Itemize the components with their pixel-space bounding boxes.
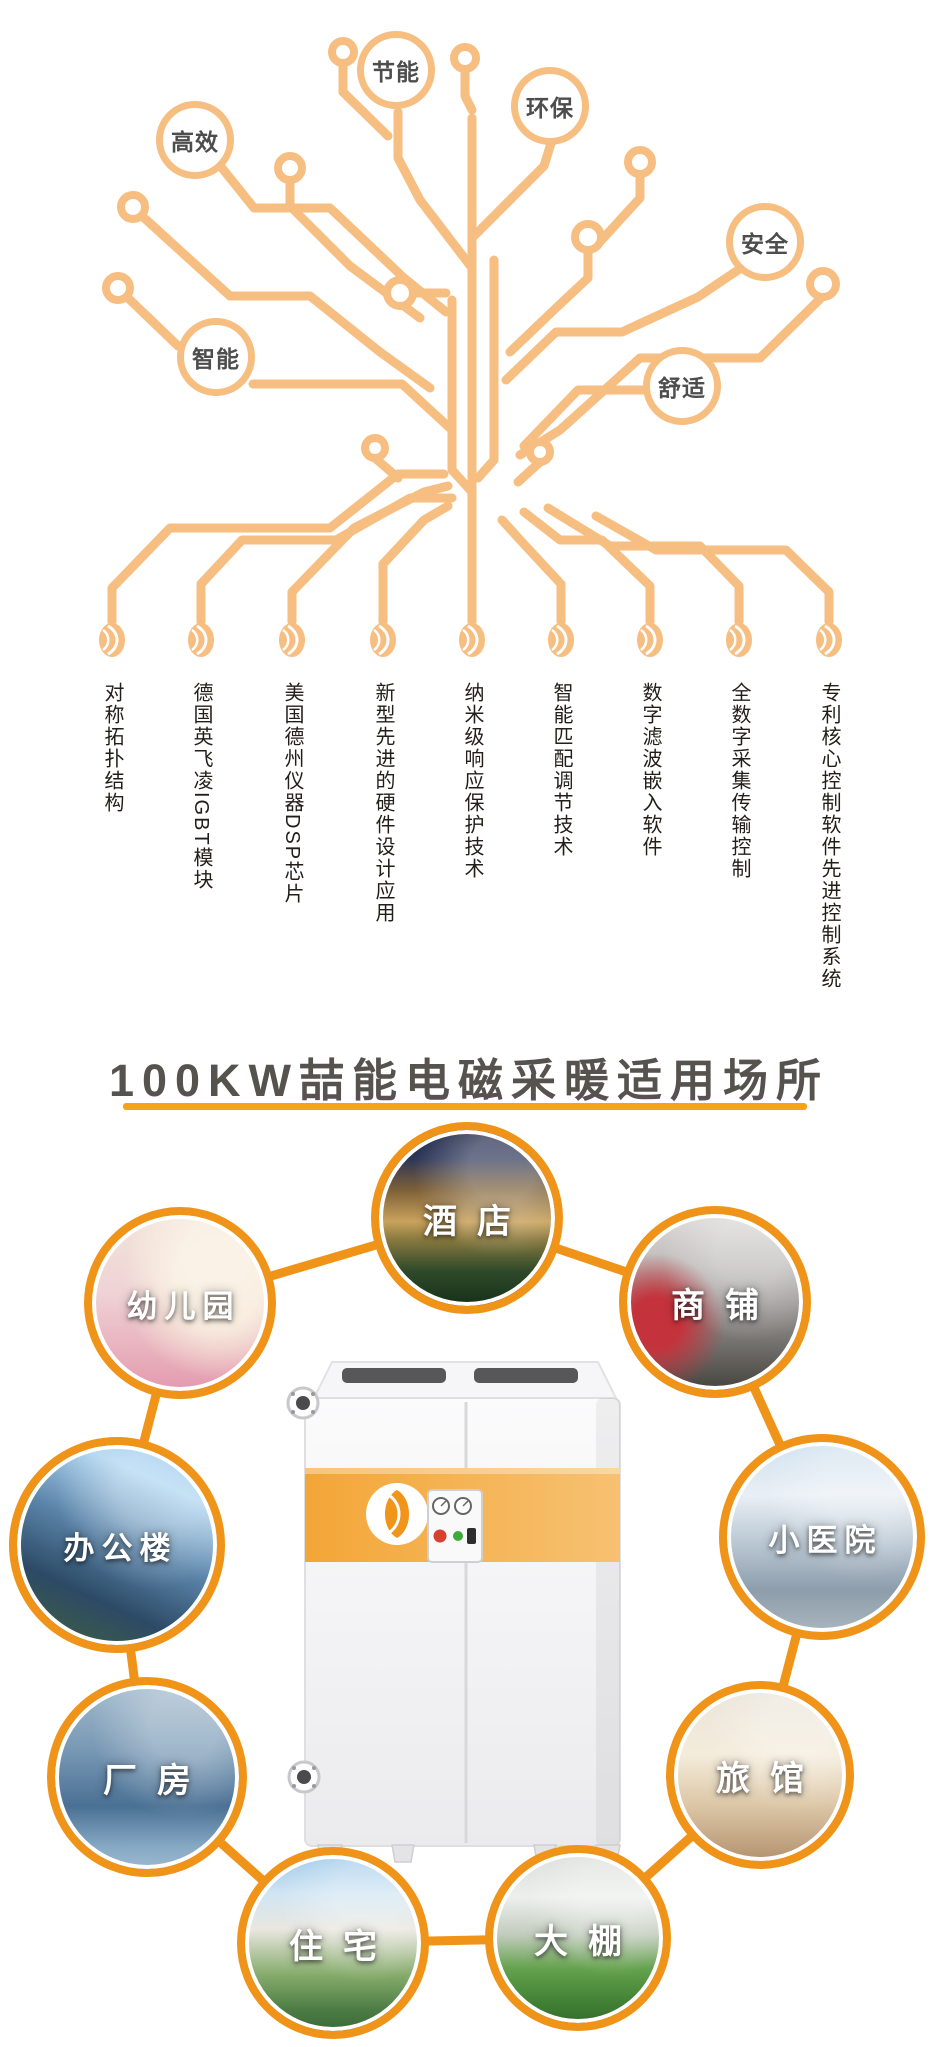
scene-hospital: 小医院 — [719, 1434, 925, 1640]
tech-label-smart-match: 智能匹配调节技术 — [550, 682, 572, 858]
scene-label: 小医院 — [768, 1522, 883, 1558]
bubble-label: 智能 — [192, 346, 240, 372]
scene-greenhouse: 大棚 — [485, 1845, 671, 2031]
scene-shop: 商铺 — [619, 1206, 811, 1398]
pipe-flange-lower — [287, 1760, 321, 1794]
tech-label-hardware: 新型先进的硬件设计应用 — [372, 682, 394, 924]
scene-factory: 厂房 — [47, 1677, 247, 1877]
section-title: 100KW喆能电磁采暖适用场所 — [108, 1055, 830, 1106]
title-underline — [123, 1103, 807, 1110]
pipe-flange-upper — [286, 1386, 320, 1420]
feature-bubble-efficient: 高效 — [156, 101, 234, 179]
feature-bubble-comfort: 舒适 — [643, 347, 721, 425]
root-bean-nodes — [97, 621, 844, 659]
scene-label: 厂房 — [103, 1761, 211, 1800]
tech-label-nano-protect: 纳米级响应保护技术 — [461, 682, 483, 880]
scene-label: 酒店 — [423, 1202, 531, 1241]
heater-cabinet — [286, 1361, 621, 1867]
cabinet-vent-right — [474, 1368, 578, 1383]
scene-label: 商铺 — [671, 1286, 779, 1325]
bubble-label: 安全 — [741, 231, 789, 257]
scene-label: 大棚 — [534, 1922, 642, 1961]
scene-hotel: 酒店 — [371, 1122, 563, 1314]
scene-inn: 旅馆 — [666, 1681, 854, 1869]
circuit-donut-icons — [102, 37, 840, 466]
tech-label-patent-control: 专利核心控制软件先进控制系统 — [818, 682, 840, 990]
scene-label: 幼儿园 — [126, 1288, 241, 1324]
tech-label-digital-filter: 数字滤波嵌入软件 — [639, 682, 661, 858]
scene-kindergarten: 幼儿园 — [84, 1207, 276, 1399]
bubble-label: 高效 — [171, 129, 219, 155]
green-button-icon — [453, 1531, 463, 1541]
scene-office: 办公楼 — [9, 1437, 225, 1653]
circuit-tree — [102, 37, 840, 627]
tech-label-igbt: 德国英飞凌IGBT模块 — [190, 682, 212, 891]
switch-icon — [467, 1528, 476, 1544]
feature-bubble-smart: 智能 — [177, 318, 255, 396]
scene-ring-connectors — [112, 1213, 827, 1948]
tech-label-dsp: 美国德州仪器DSP芯片 — [281, 682, 303, 906]
feature-bubble-energy-saving: 节能 — [357, 31, 435, 109]
scene-label: 办公楼 — [63, 1530, 178, 1566]
feature-bubble-safe: 安全 — [726, 203, 804, 281]
cabinet-body — [304, 1397, 621, 1847]
cabinet-control-panel — [427, 1489, 483, 1563]
tree-roots — [107, 469, 834, 627]
brand-leaf-icon — [366, 1483, 428, 1545]
tech-label-topology: 对称拓扑结构 — [101, 682, 123, 814]
tech-label-digital-acquisition: 全数字采集传输控制 — [728, 682, 750, 880]
scene-residence: 住宅 — [237, 1847, 429, 2039]
scene-label: 旅馆 — [716, 1759, 824, 1798]
bubble-label: 节能 — [372, 59, 420, 85]
cabinet-vent-left — [342, 1368, 446, 1383]
feature-bubble-eco: 环保 — [511, 67, 589, 145]
scene-label: 住宅 — [289, 1927, 397, 1966]
red-button-icon — [433, 1529, 447, 1543]
bubble-label: 舒适 — [658, 375, 706, 401]
bubble-label: 环保 — [526, 95, 574, 121]
